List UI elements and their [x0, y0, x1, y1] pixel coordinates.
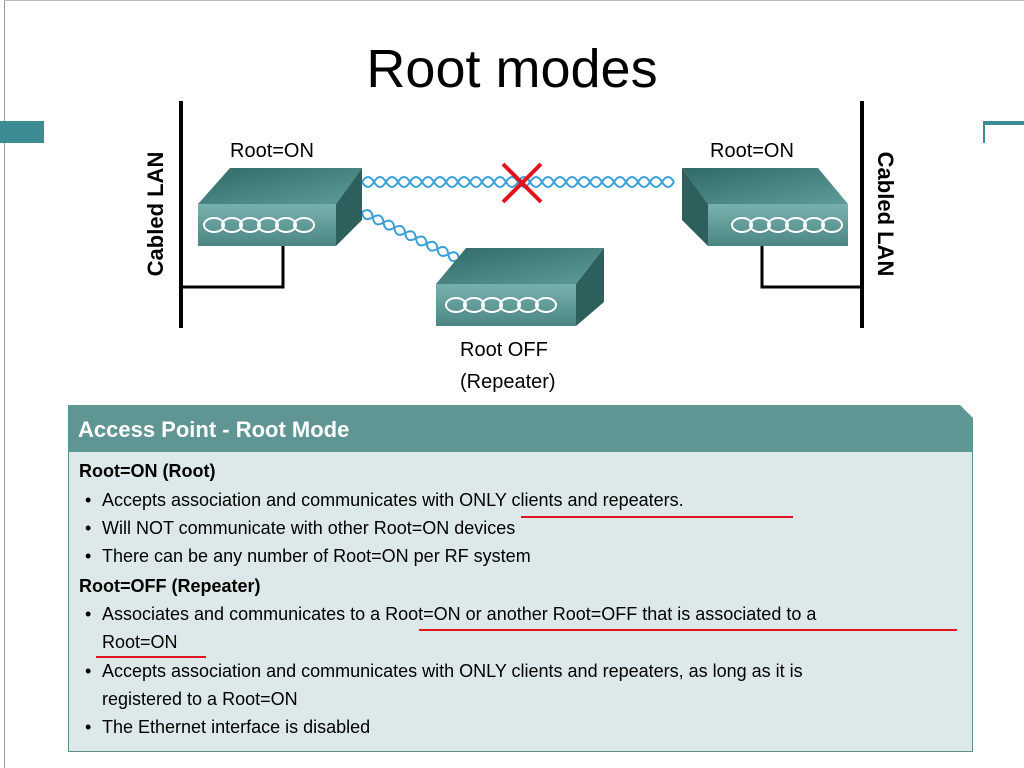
bullet-icon: •: [85, 661, 92, 681]
repeater-label-line2: (Repeater): [460, 371, 556, 393]
antenna-coils-icon: [445, 297, 557, 313]
highlight-underline: [419, 629, 957, 631]
bullet-icon: •: [85, 518, 92, 538]
highlight-underline: [96, 656, 206, 658]
left-lan-label: Cabled LAN: [143, 152, 168, 277]
antenna-coils-icon: [203, 217, 315, 233]
left-access-point: [198, 168, 362, 246]
right-ap-cable: [760, 246, 862, 289]
right-ap-label: Root=ON: [710, 140, 794, 162]
left-ap-label: Root=ON: [230, 140, 314, 162]
bullet-icon: •: [85, 546, 92, 566]
panel-header-bg: [68, 405, 973, 452]
bullet-text: Associates and communicates to a Root=ON…: [102, 604, 817, 624]
highlight-underline: [521, 516, 793, 518]
panel-body: Root=ON (Root) • Accepts association and…: [68, 452, 973, 752]
bullet-text: Accepts association and communicates wit…: [102, 661, 803, 681]
bullet-icon: •: [85, 604, 92, 624]
left-ap-cable: [181, 246, 285, 289]
antenna-coils-icon: [731, 217, 843, 233]
section-heading-root-off: Root=OFF (Repeater): [79, 576, 261, 596]
network-diagram: Cabled LAN Cabled LAN Root=ON: [143, 101, 898, 393]
bullet-text: registered to a Root=ON: [102, 689, 298, 709]
blocked-x-icon: [501, 162, 543, 204]
bullet-text: Will NOT communicate with other Root=ON …: [102, 518, 516, 538]
right-lan-label: Cabled LAN: [873, 152, 898, 277]
decor-bar-right: [983, 121, 1024, 125]
slide-title: Root modes: [366, 39, 658, 99]
decor-tick-right: [983, 121, 985, 143]
wireless-link-root-to-root: [361, 176, 675, 188]
panel-header-title: Access Point - Root Mode: [78, 417, 350, 442]
bullet-icon: •: [85, 490, 92, 510]
right-access-point: [682, 168, 848, 246]
bullet-text: There can be any number of Root=ON per R…: [102, 546, 531, 566]
repeater-access-point: [436, 248, 604, 326]
bullet-text: Root=ON: [102, 632, 178, 652]
bullet-icon: •: [85, 717, 92, 737]
section-heading-root-on: Root=ON (Root): [79, 461, 216, 481]
bullet-text: The Ethernet interface is disabled: [102, 717, 371, 737]
wireless-link-root-to-repeater: [361, 209, 471, 268]
repeater-label-line1: Root OFF: [460, 339, 548, 361]
decor-bar-left: [0, 121, 44, 143]
slide-frame-left: [4, 0, 5, 768]
bullet-text: Accepts association and communicates wit…: [102, 490, 684, 510]
root-mode-panel: Access Point - Root Mode Root=ON (Root) …: [68, 405, 973, 753]
slide-frame-top: [4, 0, 1024, 1]
